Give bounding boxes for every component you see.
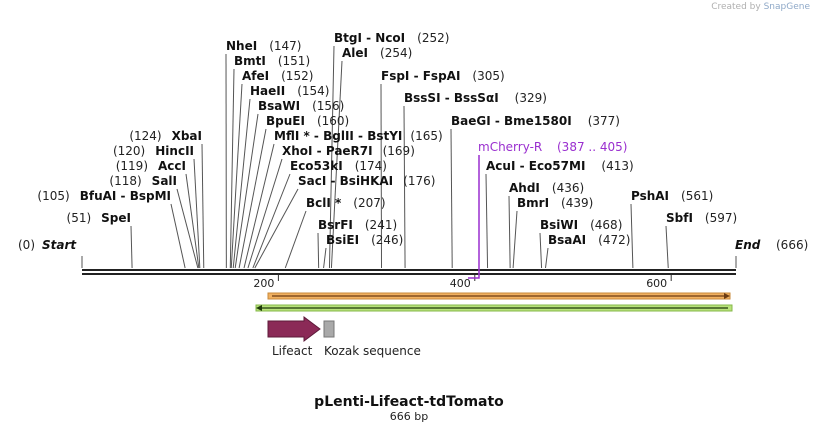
snapgene-brand: SnapGene bbox=[763, 2, 810, 12]
tick-label-400: 400 bbox=[450, 277, 471, 290]
site-bmri[interactable]: BmrI(439) bbox=[517, 196, 593, 210]
feature-lifeact[interactable]: Lifeact bbox=[267, 316, 321, 358]
backbone-bottom-strand bbox=[82, 273, 736, 275]
primer-arrow bbox=[468, 155, 480, 279]
leader-acui bbox=[485, 173, 489, 269]
leader-bfuai bbox=[170, 203, 186, 269]
site-bsiei[interactable]: BsiEI(246) bbox=[326, 233, 403, 247]
site-bsssi[interactable]: BssSI - BssSαI(329) bbox=[404, 91, 547, 105]
leader-bsiei bbox=[323, 247, 327, 269]
site-acci[interactable]: (119)AccI bbox=[116, 159, 186, 173]
leader-baegi bbox=[450, 128, 453, 269]
leader-fspi bbox=[380, 83, 383, 269]
leader-bmti bbox=[229, 68, 235, 269]
leader-eco53ki bbox=[252, 173, 291, 269]
credit-prefix: Created by bbox=[711, 2, 761, 12]
leader-pshai bbox=[630, 203, 634, 269]
leader-spei bbox=[130, 225, 133, 269]
leader-sbfi bbox=[665, 225, 669, 269]
leader-afei bbox=[230, 83, 243, 269]
end-position: (666) bbox=[776, 238, 808, 252]
lifeact-arrow-icon bbox=[267, 316, 321, 342]
leader-bsrfi bbox=[317, 232, 320, 269]
leader-sali bbox=[176, 188, 199, 269]
leader-bsiwi bbox=[539, 232, 543, 269]
leader-btgi bbox=[328, 45, 335, 269]
leader-saci bbox=[254, 188, 299, 269]
site-spei[interactable]: (51)SpeI bbox=[67, 211, 131, 225]
site-afei[interactable]: AfeI(152) bbox=[242, 69, 313, 83]
map-length: 666 bp bbox=[390, 410, 428, 423]
leader-ahdi bbox=[508, 195, 511, 269]
site-bsaai[interactable]: BsaAI(472) bbox=[548, 233, 630, 247]
site-alei[interactable]: AleI(254) bbox=[342, 46, 412, 60]
site-bsawi[interactable]: BsaWI(156) bbox=[258, 99, 344, 113]
site-fspi[interactable]: FspI - FspAI(305) bbox=[381, 69, 505, 83]
leader-bpuei bbox=[238, 128, 267, 269]
leader-bsawi bbox=[234, 113, 259, 269]
end-label: End bbox=[735, 238, 761, 252]
lifeact-label: Lifeact bbox=[272, 344, 313, 358]
leader-hincii bbox=[193, 158, 201, 269]
site-eco53ki[interactable]: Eco53kI(174) bbox=[290, 159, 387, 173]
leader-bsaai bbox=[544, 247, 549, 269]
site-bmti[interactable]: BmtI(151) bbox=[234, 54, 310, 68]
site-bpuei[interactable]: BpuEI(160) bbox=[266, 114, 349, 128]
leader-xhoi bbox=[247, 158, 283, 269]
site-ahdi[interactable]: AhdI(436) bbox=[509, 181, 584, 195]
kozak-box-icon bbox=[323, 320, 335, 338]
site-xhoi[interactable]: XhoI - PaeR7I(169) bbox=[282, 144, 415, 158]
backbone-top-strand bbox=[82, 269, 736, 271]
site-bsrfi[interactable]: BsrFI(241) bbox=[318, 218, 397, 232]
leader-mfli bbox=[243, 143, 275, 269]
site-hincii[interactable]: (120)HincII bbox=[113, 144, 194, 158]
ruler: 200 400 600 bbox=[81, 256, 737, 290]
site-leader-lines bbox=[130, 45, 669, 269]
green-range-bar[interactable] bbox=[255, 304, 733, 312]
site-labels[interactable]: (51)SpeI (105)BfuAI - BspMI(118)SalI(119)… bbox=[37, 31, 737, 247]
site-bfuai[interactable]: (105)BfuAI - BspMI bbox=[37, 189, 171, 203]
leader-xbai bbox=[201, 143, 205, 269]
site-haeii[interactable]: HaeII(154) bbox=[250, 84, 330, 98]
site-sbfi[interactable]: SbfI(597) bbox=[666, 211, 737, 225]
site-saci[interactable]: SacI - BsiHKAI(176) bbox=[298, 174, 435, 188]
feature-kozak[interactable]: Kozak sequence bbox=[323, 320, 421, 358]
start-label: Start bbox=[42, 238, 77, 252]
site-mfli[interactable]: MflI * - BglII - BstYI(165) bbox=[274, 129, 443, 143]
orange-range-bar[interactable] bbox=[267, 292, 731, 300]
site-sali[interactable]: (118)SalI bbox=[109, 174, 177, 188]
leader-acci bbox=[185, 173, 200, 269]
primer-range: (387 .. 405) bbox=[557, 140, 627, 154]
kozak-label: Kozak sequence bbox=[324, 344, 421, 358]
primer-name: mCherry-R bbox=[478, 140, 542, 154]
site-bcli[interactable]: BclI *(207) bbox=[306, 196, 386, 210]
map-title: pLenti-Lifeact-tdTomato bbox=[314, 394, 504, 410]
site-baegi[interactable]: BaeGI - Bme1580I(377) bbox=[451, 114, 620, 128]
primer-mcherry-r[interactable]: mCherry-R (387 .. 405) bbox=[468, 140, 627, 279]
site-nhei[interactable]: NheI(147) bbox=[226, 39, 301, 53]
site-xbai[interactable]: (124)XbaI bbox=[129, 129, 202, 143]
tick-label-600: 600 bbox=[646, 277, 667, 290]
start-position: (0) bbox=[18, 238, 35, 252]
site-pshai[interactable]: PshAI(561) bbox=[631, 189, 713, 203]
snapgene-credit: Created by SnapGene bbox=[711, 2, 810, 12]
leader-bcli bbox=[284, 210, 307, 269]
leader-haeii bbox=[232, 98, 251, 269]
site-btgi[interactable]: BtgI - NcoI(252) bbox=[334, 31, 449, 45]
leader-bsssi bbox=[403, 105, 406, 269]
orange-bar-arrow-icon bbox=[724, 293, 730, 299]
leader-bmri bbox=[512, 210, 518, 269]
green-bar-arrow-icon bbox=[256, 305, 262, 311]
leader-alei bbox=[330, 60, 343, 269]
site-bsiwi[interactable]: BsiWI(468) bbox=[540, 218, 622, 232]
tick-label-200: 200 bbox=[253, 277, 274, 290]
site-acui[interactable]: AcuI - Eco57MI(413) bbox=[486, 159, 634, 173]
